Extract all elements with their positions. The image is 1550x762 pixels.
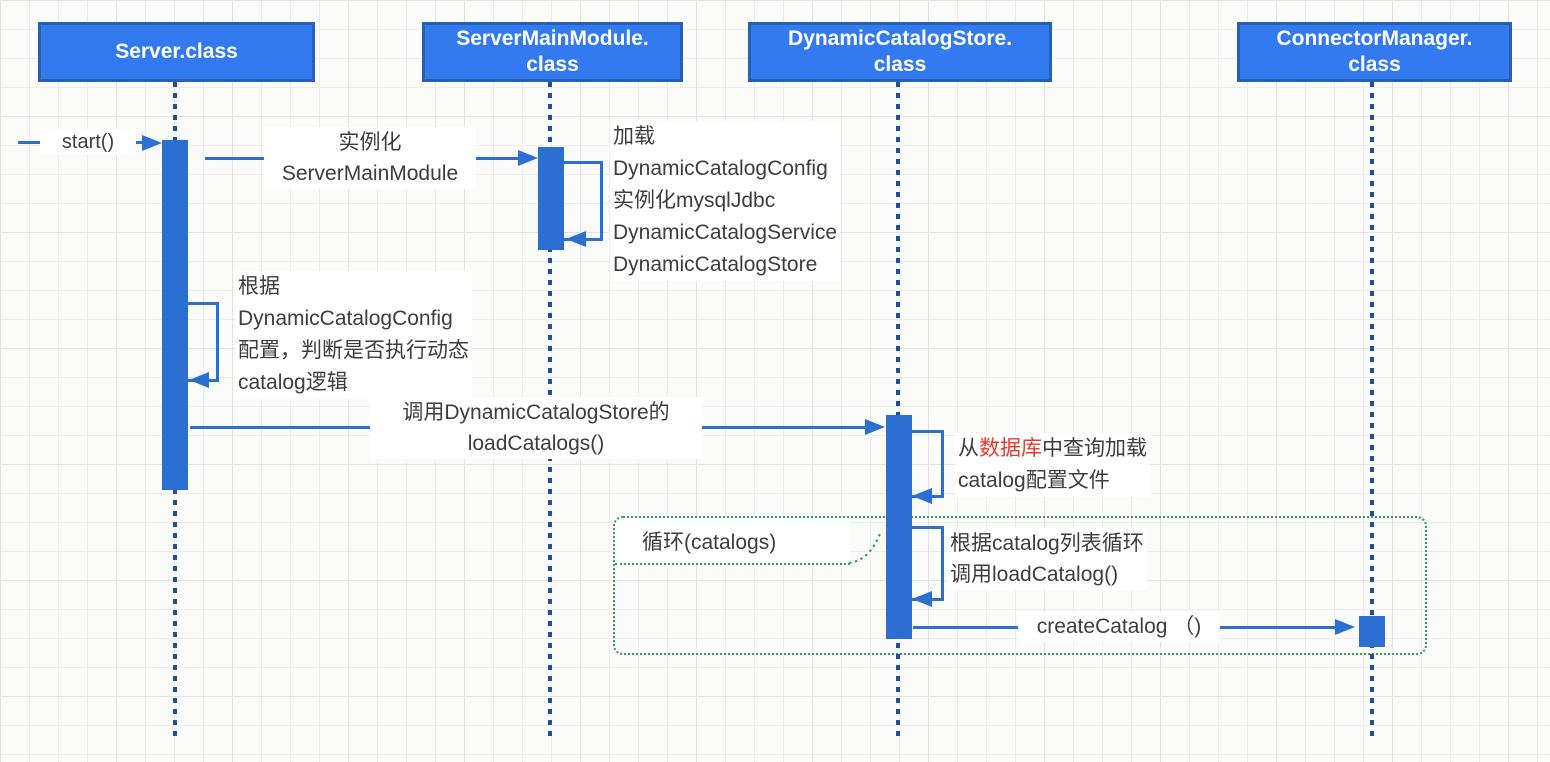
arrowhead-right-icon bbox=[518, 150, 538, 166]
query-db-highlight: 数据库 bbox=[979, 437, 1042, 460]
arrowhead-right-icon bbox=[142, 135, 162, 151]
activation-bar-connector-manager bbox=[1359, 616, 1385, 647]
actor-box-server-main-module: ServerMainModule. class bbox=[422, 22, 683, 82]
actor-label: class bbox=[873, 53, 927, 76]
self-message-loop-body-bracket bbox=[911, 526, 944, 601]
message-start-label: start() bbox=[40, 129, 136, 155]
actor-label: class bbox=[1348, 53, 1401, 76]
query-db-suffix: 中查询加载 bbox=[1042, 437, 1147, 460]
activation-bar-server bbox=[162, 140, 188, 490]
actor-label: ConnectorManager. bbox=[1276, 27, 1473, 50]
query-db-prefix: 从 bbox=[958, 437, 979, 460]
self-message-load-modules-bracket bbox=[564, 161, 603, 241]
activation-bar-dynamic-catalog-store bbox=[886, 415, 912, 639]
loop-label: 循环(catalogs) bbox=[642, 531, 777, 554]
actor-label: DynamicCatalogStore. bbox=[787, 27, 1013, 50]
message-check-config-label: 根据 DynamicCatalogConfig 配置，判断是否执行动态 cata… bbox=[235, 271, 472, 399]
message-loop-body-label: 根据catalog列表循环 调用loadCatalog() bbox=[947, 528, 1147, 590]
loop-fragment: 循环(catalogs) bbox=[613, 516, 1427, 655]
arrowhead-right-icon bbox=[865, 419, 885, 435]
message-instantiate-label: 实例化 ServerMainModule bbox=[264, 127, 476, 189]
arrowhead-left-icon bbox=[566, 231, 586, 247]
self-message-check-config-bracket bbox=[188, 302, 219, 382]
actor-box-server: Server.class bbox=[38, 22, 315, 82]
message-load-modules-label: 加载 DynamicCatalogConfig 实例化mysqlJdbc Dyn… bbox=[610, 121, 841, 281]
loop-label-tab: 循环(catalogs) bbox=[615, 518, 850, 565]
arrowhead-left-icon bbox=[189, 372, 209, 388]
lifeline-dynamic-catalog-store bbox=[896, 82, 900, 737]
lifeline-connector-manager bbox=[1370, 82, 1374, 737]
query-db-line2: catalog配置文件 bbox=[958, 469, 1110, 492]
message-load-catalogs-label: 调用DynamicCatalogStore的 loadCatalogs() bbox=[370, 397, 702, 459]
message-query-db-label: 从数据库中查询加载 catalog配置文件 bbox=[955, 433, 1150, 497]
actor-label: class bbox=[526, 53, 579, 76]
arrowhead-left-icon bbox=[912, 591, 932, 607]
message-create-catalog-label: createCatalog （) bbox=[1018, 612, 1220, 642]
actor-label: Server.class bbox=[115, 40, 238, 63]
arrowhead-left-icon bbox=[912, 488, 932, 504]
activation-bar-server-main-module bbox=[538, 147, 564, 250]
actor-box-dynamic-catalog-store: DynamicCatalogStore. class bbox=[748, 22, 1052, 82]
arrowhead-right-icon bbox=[1335, 619, 1355, 635]
actor-box-connector-manager: ConnectorManager. class bbox=[1237, 22, 1512, 82]
loop-tab-curl-icon bbox=[848, 530, 882, 564]
actor-label: ServerMainModule. bbox=[456, 27, 649, 50]
